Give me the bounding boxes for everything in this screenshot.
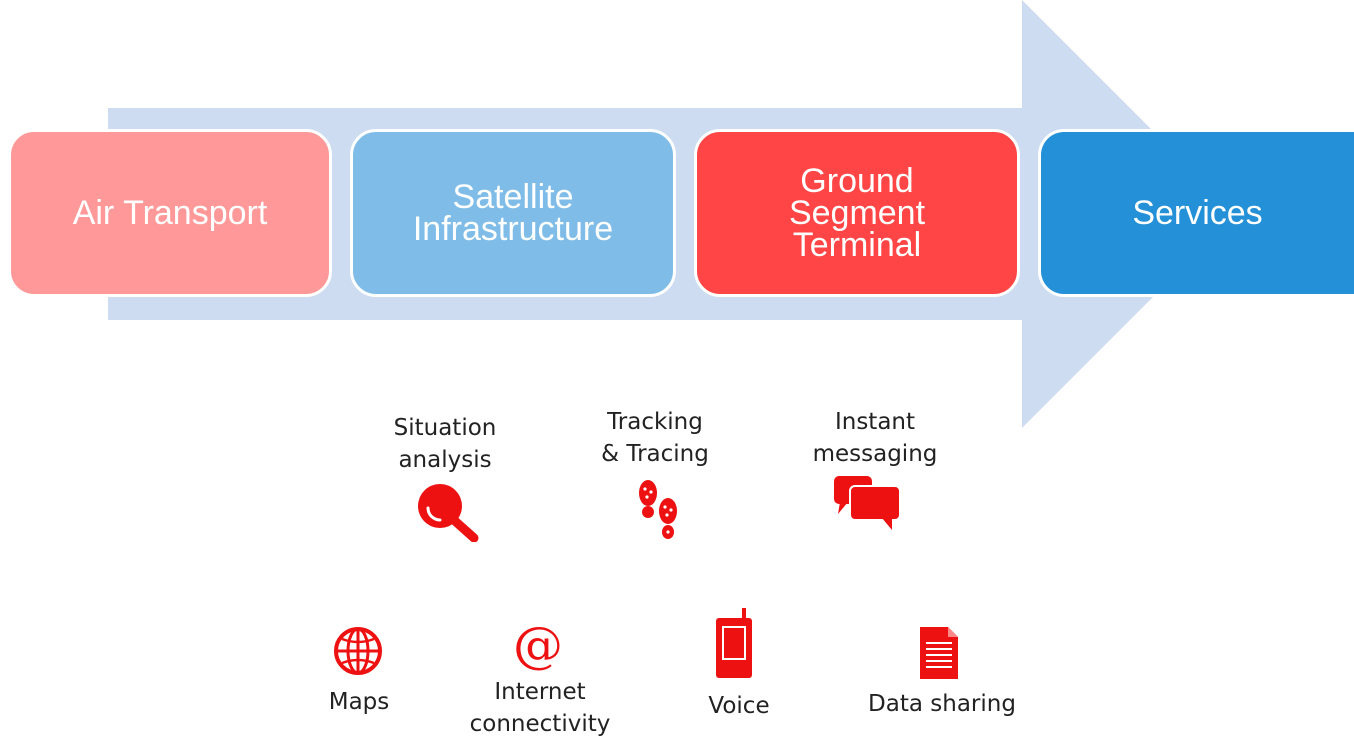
stage-label: Ground Segment Terminal xyxy=(788,162,926,264)
service-label: Maps xyxy=(328,689,390,715)
stage-services: Services xyxy=(1038,129,1354,297)
stage-ground-segment-terminal: Ground Segment Terminal xyxy=(694,129,1020,297)
service-label: Tracking & Tracing xyxy=(601,409,709,467)
stage-label: Satellite Infrastructure xyxy=(412,178,614,248)
chat-bubbles-icon xyxy=(834,476,901,530)
mobile-phone-icon xyxy=(716,608,752,678)
stage-label: Air Transport xyxy=(72,194,268,232)
document-icon xyxy=(920,627,958,679)
svg-text:@: @ xyxy=(513,618,563,672)
magnifier-icon xyxy=(418,484,479,542)
service-label: Situation analysis xyxy=(393,415,497,473)
service-tracking-tracing: Tracking & Tracing xyxy=(575,406,735,470)
stage-label: Services xyxy=(1132,194,1263,232)
service-situation-analysis: Situation analysis xyxy=(370,412,520,476)
service-voice: Voice xyxy=(684,690,794,722)
service-internet-connectivity: Internet connectivity xyxy=(460,676,620,740)
service-data-sharing: Data sharing xyxy=(850,688,1034,720)
service-label: Instant messaging xyxy=(812,409,938,467)
service-label: Voice xyxy=(708,693,770,719)
stage-satellite-infrastructure: Satellite Infrastructure xyxy=(350,129,676,297)
at-sign-icon: @ xyxy=(513,618,563,672)
service-label: Internet connectivity xyxy=(469,679,611,737)
globe-icon xyxy=(334,627,382,675)
service-maps: Maps xyxy=(304,686,414,718)
service-instant-messaging: Instant messaging xyxy=(795,406,955,470)
service-label: Data sharing xyxy=(868,691,1016,717)
stage-air-transport: Air Transport xyxy=(8,129,332,297)
footprints-icon xyxy=(639,480,677,539)
